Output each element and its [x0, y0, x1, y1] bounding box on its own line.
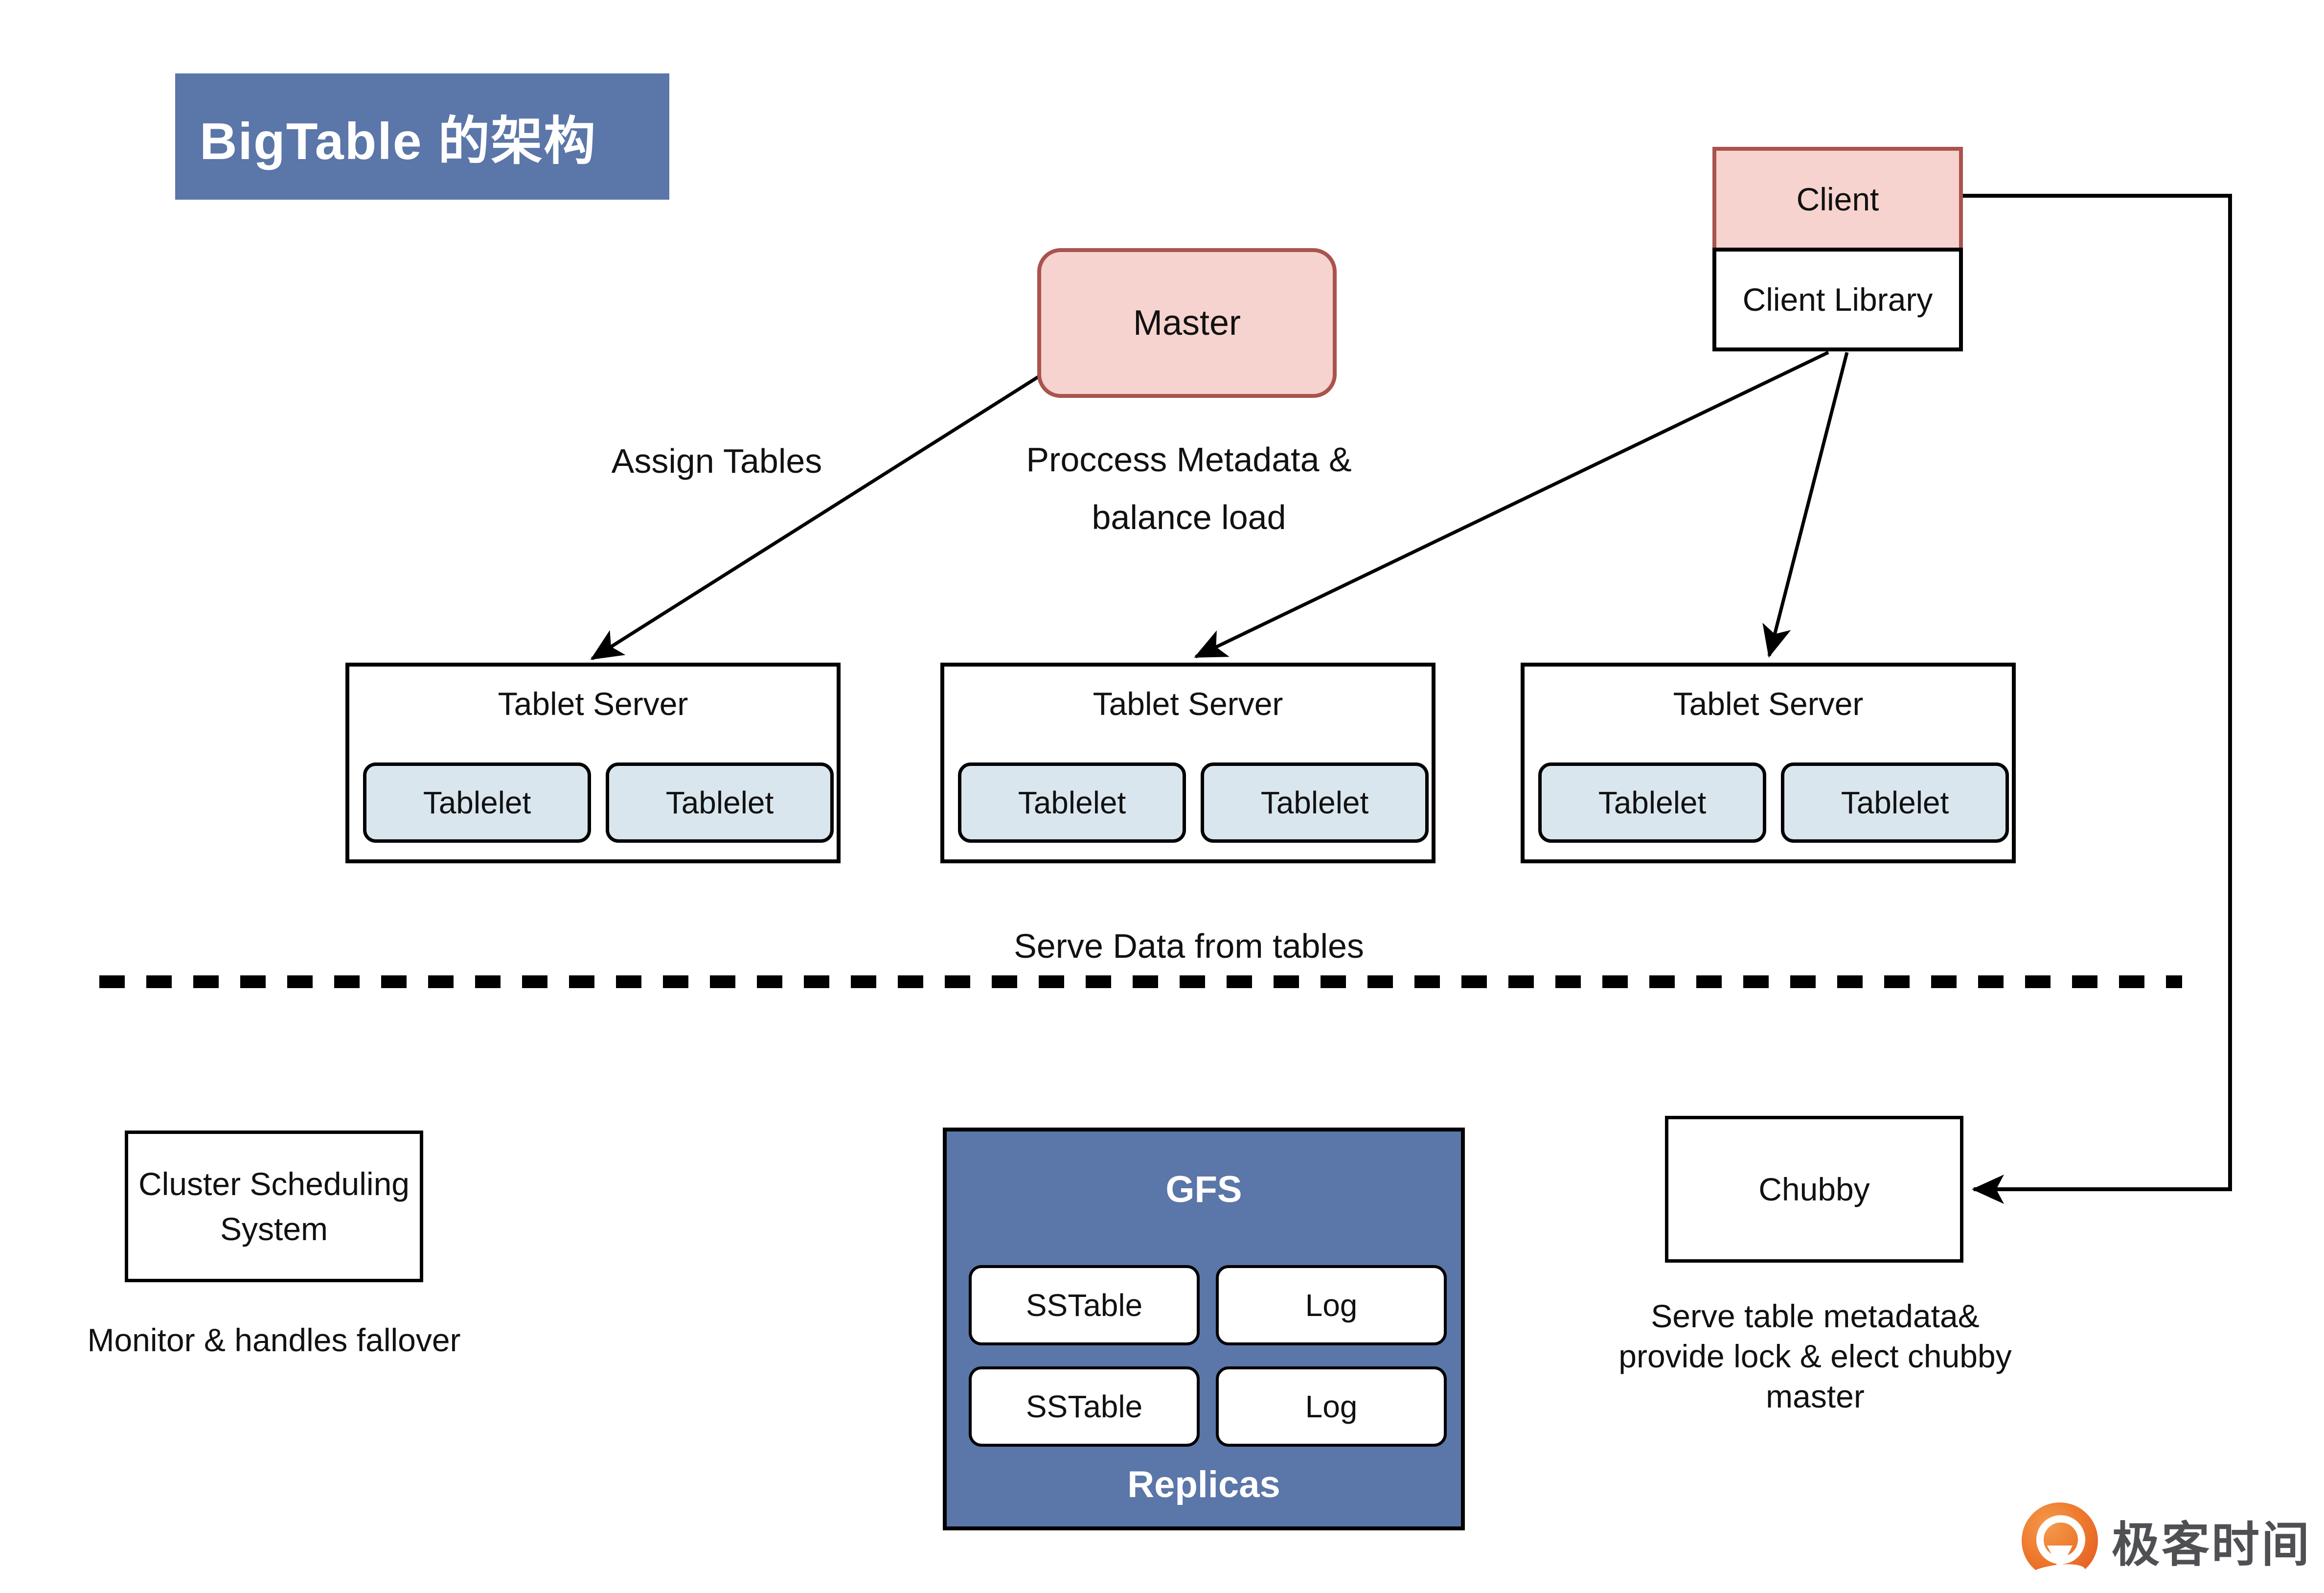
client-library-label: Client Library — [1742, 281, 1933, 318]
geektime-logo-text: 极客时间 — [2112, 1518, 2312, 1571]
client-label: Client — [1796, 181, 1879, 217]
master-node: Master — [1037, 248, 1337, 398]
tablet-server-3-tablelet-2: Tablelet — [1781, 762, 2009, 843]
chubby-label: Chubby — [1758, 1171, 1870, 1207]
tablet-server-2-title: Tablet Server — [1093, 686, 1283, 722]
diagram-title: BigTable 的架构 — [175, 73, 669, 200]
master-caption: Proccess Metadata & balance load — [998, 431, 1380, 546]
client-node: Client — [1712, 147, 1963, 248]
tablelet-label: Tablelet — [665, 785, 774, 820]
arrow-master-to-tablet-server-1 — [590, 375, 1039, 660]
master-label: Master — [1133, 303, 1241, 343]
cluster-caption: Monitor & handles fallover — [87, 1322, 461, 1358]
tablet-server-3-tablelet-1: Tablelet — [1538, 762, 1766, 843]
tablet-server-1-tablelet-1: Tablelet — [363, 762, 591, 843]
tablelet-label: Tablelet — [1260, 785, 1369, 820]
cluster-line2: System — [220, 1211, 328, 1247]
serve-data-label: Serve Data from tables — [1014, 927, 1364, 965]
gfs-sstable-1: SSTable — [969, 1265, 1200, 1345]
cluster-scheduling-node: Cluster Scheduling System — [125, 1131, 423, 1282]
cluster-line1: Cluster Scheduling — [138, 1166, 410, 1202]
chubby-caption: Serve table metadata& provide lock & ele… — [1595, 1296, 2035, 1416]
gfs-cell-label: SSTable — [1025, 1288, 1143, 1323]
gfs-sstable-2: SSTable — [969, 1366, 1200, 1447]
gfs-title: GFS — [1165, 1169, 1242, 1210]
gfs-cell-label: Log — [1305, 1389, 1358, 1424]
chubby-caption-line3: master — [1766, 1378, 1865, 1414]
tablet-server-3: Tablet Server Tablelet Tablelet — [1521, 663, 2016, 863]
tablet-server-3-title: Tablet Server — [1673, 686, 1864, 722]
geektime-logo: 极客时间 — [2022, 1501, 2309, 1586]
arrow-client-to-tablet-server-3 — [1762, 352, 1849, 658]
tablelet-label: Tablelet — [423, 785, 531, 820]
gfs-log-1: Log — [1216, 1265, 1447, 1345]
tablet-server-2: Tablet Server Tablelet Tablelet — [940, 663, 1435, 863]
gfs-cell-label: SSTable — [1025, 1389, 1143, 1424]
gfs-log-2: Log — [1216, 1366, 1447, 1447]
master-caption-line2: balance load — [1092, 498, 1286, 536]
geektime-logo-icon — [2022, 1502, 2098, 1586]
client-library-node: Client Library — [1712, 248, 1963, 351]
gfs-cell-label: Log — [1305, 1288, 1358, 1323]
tablelet-label: Tablelet — [1018, 785, 1126, 820]
chubby-node: Chubby — [1665, 1116, 1963, 1263]
tablet-server-1: Tablet Server Tablelet Tablelet — [345, 663, 841, 863]
chubby-caption-line1: Serve table metadata& — [1651, 1298, 1980, 1334]
tablet-server-1-title: Tablet Server — [498, 686, 688, 722]
tablet-server-2-tablelet-2: Tablelet — [1201, 762, 1429, 843]
tablelet-label: Tablelet — [1841, 785, 1949, 820]
gfs-node: GFS SSTable Log SSTable Log Replicas — [943, 1128, 1465, 1530]
assign-tables-label: Assign Tables — [611, 442, 822, 480]
tablet-server-2-tablelet-1: Tablelet — [958, 762, 1186, 843]
master-caption-line1: Proccess Metadata & — [1026, 440, 1352, 479]
tablelet-label: Tablelet — [1598, 785, 1707, 820]
chubby-caption-line2: provide lock & elect chubby — [1618, 1338, 2012, 1374]
tablet-server-1-tablelet-2: Tablelet — [606, 762, 834, 843]
gfs-replicas-label: Replicas — [1127, 1464, 1280, 1505]
